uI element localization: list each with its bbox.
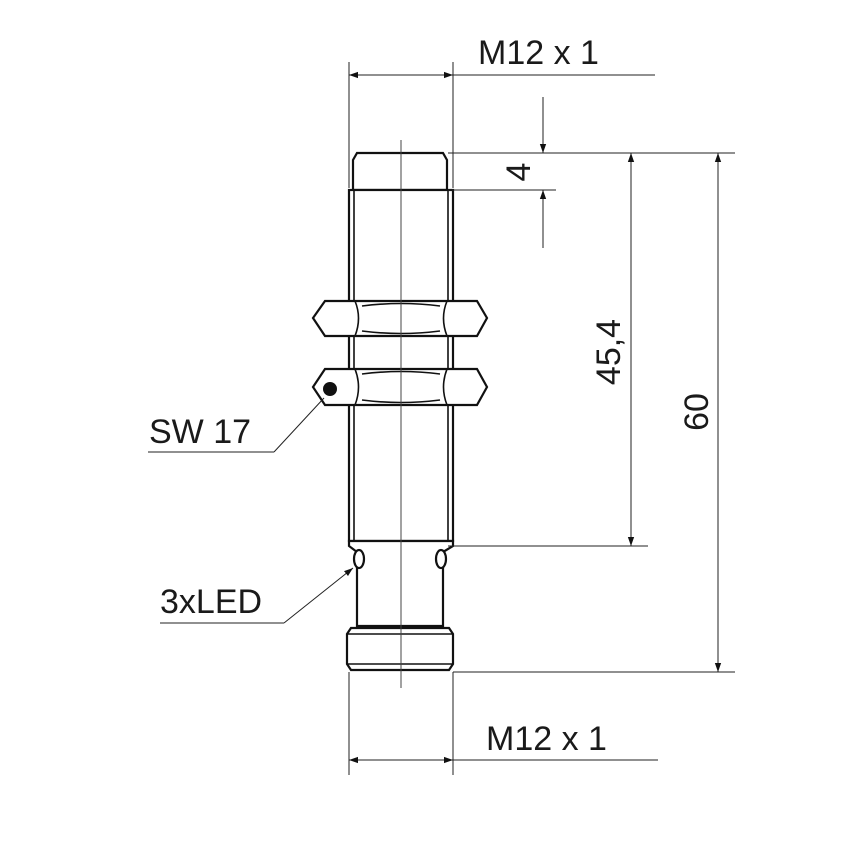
led-label: 3xLED — [160, 583, 262, 621]
wrench-size-leader — [148, 397, 325, 453]
bottom-thread-dimension — [348, 672, 658, 775]
upper-hex-nut — [311, 299, 489, 338]
tip-length-label: 4 — [500, 163, 538, 182]
total-length-dimension — [453, 153, 735, 673]
top-thread-label: M12 x 1 — [478, 34, 599, 72]
body-length-dimension — [448, 153, 648, 547]
led-leader — [160, 567, 354, 624]
nut-marker-dot — [323, 382, 337, 396]
top-thread-dimension — [348, 62, 655, 188]
lower-hex-nut — [311, 367, 489, 407]
wrench-size-label: SW 17 — [149, 413, 251, 451]
tip-length-dimension — [448, 97, 735, 248]
body-length-label: 45,4 — [590, 319, 628, 385]
bottom-thread-label: M12 x 1 — [486, 720, 607, 758]
total-length-label: 60 — [678, 393, 716, 431]
sensor-body — [345, 151, 455, 672]
